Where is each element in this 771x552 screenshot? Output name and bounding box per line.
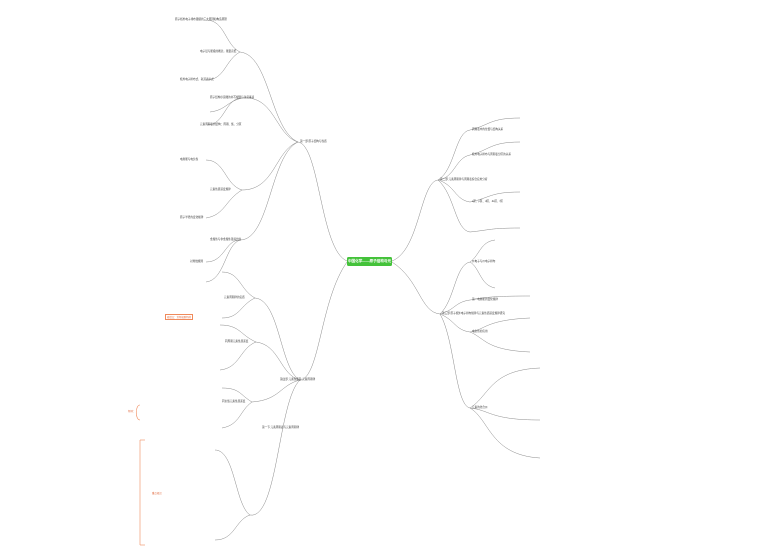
node-l15[interactable]: 核外电子排布与周期表分区的关系 [472,153,511,156]
connector-root-b1 [297,141,348,262]
node-l1[interactable]: 电子层与能级的概念，能量高低 [200,50,237,53]
node-l3[interactable]: 核外电子排布式、轨道表示式 [180,78,214,81]
node-l4[interactable]: 原子结构示意图的书写规则与注意事项 [210,96,255,99]
node-l13[interactable]: 同主族元素性质递变 [222,400,246,403]
node-l9[interactable]: 金属性与非金属性强弱比较 [210,238,242,241]
highlight-note-2: 特例： [128,410,136,413]
highlight-bracket-1 [135,404,141,421]
node-l6[interactable]: 元素性质递变规律 [210,188,231,191]
node-l11[interactable]: 元素周期律的实质 [224,296,245,299]
node-l19[interactable]: 电负性的应用 [472,330,488,333]
node-l12[interactable]: 同周期元素性质递变 [225,340,249,343]
node-l14[interactable]: 周期表中的位置与结构关系 [472,128,504,131]
node-l20[interactable]: 元素的化合价 [472,406,488,409]
node-l16[interactable]: s区、p区、d区、ds区、f区 [472,200,503,203]
node-l18[interactable]: 第一电离能的变化规律 [472,298,498,301]
node-l10[interactable]: 对角线规则 [190,260,203,263]
highlight-note-1: 易错点：洪特规则特例 [165,314,193,320]
root-node[interactable]: 中国化学——原子结构与元素周期表 [347,257,392,272]
node-l5[interactable]: 元素周期表的结构：周期、族、分区 [200,123,242,126]
node-l7[interactable]: 电离能与电负性 [180,158,199,161]
connector-root-b3 [391,261,441,315]
branch-b4[interactable]: 第四部 元素性质及 元素周期律 [280,378,316,381]
highlight-note-3: 重点知识 [152,492,162,495]
node-l2[interactable]: 原子核外电子排布遵循的三大原理和构造原理 [175,18,227,21]
node-l17[interactable]: 价电子与价电子排布 [472,260,496,263]
branch-b3[interactable]: 第三部 原子核外电子排布规律与元素性质递变规律研究 [442,312,505,315]
branch-b1[interactable]: 第一部 原子结构与性质 [300,140,327,143]
branch-b5[interactable]: 第一节 元素周期表与元素周期律 [262,426,300,429]
node-l8[interactable]: 原子半径的变化规律 [180,216,204,219]
connector-root-b2 [391,179,439,262]
branch-b2[interactable]: 第二部 元素周期律与周期表综合应用分析 [440,178,488,181]
connector-root-b4 [299,261,348,381]
